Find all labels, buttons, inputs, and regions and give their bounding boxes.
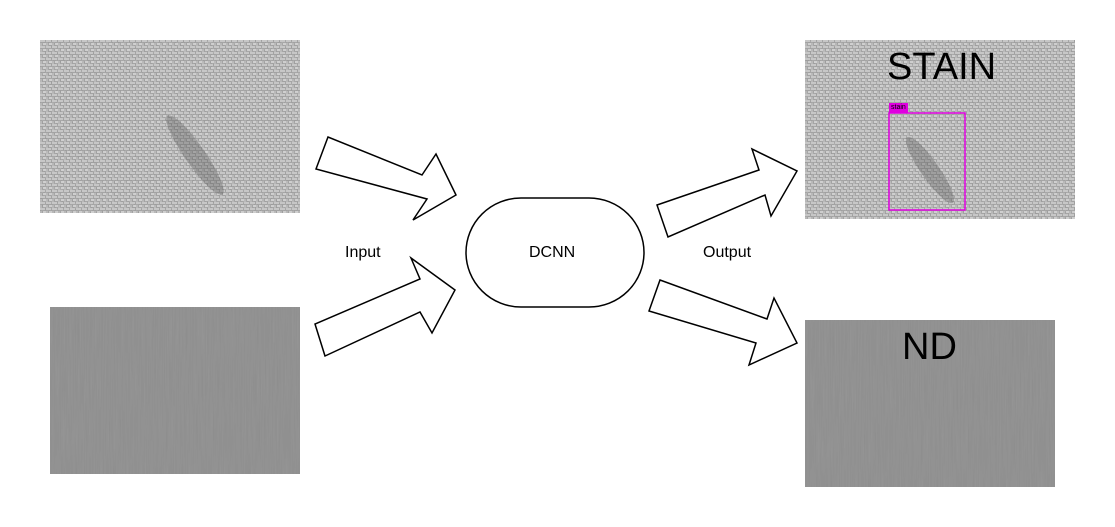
arrow-input-bottom [314,255,456,358]
output-image-stain [805,40,1075,219]
detection-tag-bg [889,103,908,113]
output-image-clean [805,320,1055,487]
detection-tag-label: stain [891,104,906,111]
arrow-output-top [656,147,799,239]
output-label: Output [703,244,752,261]
detection-box [888,112,966,211]
input-image-clean [50,307,300,474]
output-class-stain: STAIN [887,46,997,88]
dcnn-label: DCNN [529,244,576,261]
input-image-stain [40,40,300,213]
arrow-output-bottom [648,279,799,367]
output-class-clean: ND [902,326,957,368]
input-label: Input [345,244,381,261]
arrow-input-top [315,136,457,221]
dcnn-node [465,197,645,308]
